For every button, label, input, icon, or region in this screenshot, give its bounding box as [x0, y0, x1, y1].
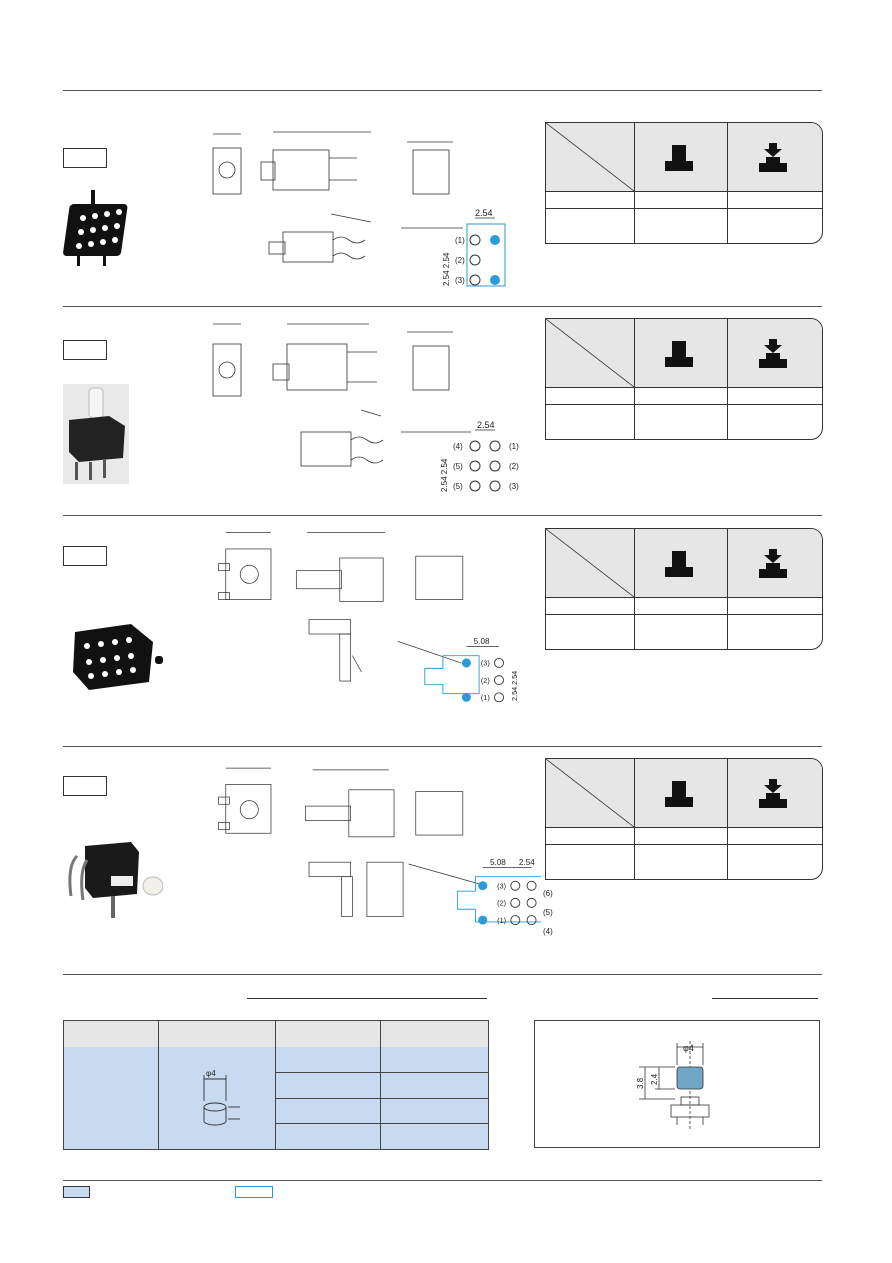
section-2-drawing: 2.54 (4) (5) (5) (1) (2) (3) 2.54 2.54	[212, 323, 519, 492]
section-2: 2.54 (4) (5) (5) (1) (2) (3) 2.54 2.54	[63, 310, 823, 510]
section-4-pin-6: (6)	[543, 889, 553, 898]
section-4-photo	[63, 836, 163, 926]
cap-table: φ4	[63, 1020, 489, 1150]
section-4: 5.08 2.54 (3) (2) (1) (6) (5) (4)	[63, 750, 823, 970]
divider-2	[63, 515, 822, 516]
section-4-pitch-a: 5.08	[490, 858, 506, 867]
pressed-position-icon	[759, 143, 787, 172]
cap-heading-underline	[712, 998, 818, 999]
section-1-tag	[63, 148, 107, 168]
pressed-position-icon	[759, 549, 787, 578]
cap-table-diameter: φ4	[206, 1069, 216, 1078]
off-position-icon	[665, 145, 693, 171]
section-2-pin-2: (2)	[509, 462, 519, 471]
section-4-pin-4: (4)	[543, 927, 553, 936]
section-4-pin-labels-right: (6) (5) (4)	[543, 889, 553, 936]
section-2-pitch-v: 2.54 2.54	[440, 458, 449, 492]
off-position-icon	[665, 781, 693, 807]
section-3-pin-1: (1)	[481, 693, 490, 702]
pressed-position-icon	[759, 339, 787, 368]
section-4-pin-5: (5)	[543, 908, 553, 917]
section-1: 2.54 (1) (2) (3) 2.54 2.54	[63, 110, 823, 300]
section-1-pitch-v: 2.54 2.54	[442, 252, 451, 286]
section-3-pin-3: (3)	[481, 659, 490, 668]
section-2-photo	[63, 384, 129, 484]
section-3-operation-table	[545, 528, 823, 650]
legend-standard-swatch	[63, 1186, 90, 1198]
section-2-tag	[63, 340, 107, 360]
section-1-operation-table	[545, 122, 823, 244]
section-4-pin-2: (2)	[497, 899, 506, 908]
section-1-pin-2: (2)	[455, 256, 465, 265]
section-3: 5.08 (3) (2) (1) 2.54 2.54	[63, 520, 823, 740]
cap-dimension-box: φ4 2.4 3.8	[534, 1020, 820, 1148]
legend-outline-box	[235, 1186, 273, 1198]
off-position-icon	[665, 341, 693, 367]
divider-3	[63, 746, 822, 747]
section-3-photo	[63, 616, 167, 700]
section-3-pitch: 5.08	[474, 637, 490, 646]
cap-height-inner: 2.4	[650, 1073, 659, 1085]
section-4-tag	[63, 776, 107, 796]
cap-dimension-drawing: φ4 2.4 3.8	[636, 1041, 710, 1129]
section-4-pin-1: (1)	[497, 916, 506, 925]
table-heading-underline	[247, 998, 487, 999]
section-4-pcb-layout	[456, 867, 541, 926]
section-3-pin-2: (2)	[481, 676, 490, 685]
section-2-pin-4: (4)	[453, 442, 463, 451]
section-3-tag	[63, 546, 107, 566]
cap-table-illustration: φ4	[203, 1069, 240, 1126]
section-2-pin-1: (1)	[509, 442, 519, 451]
section-4-pin-3: (3)	[497, 881, 506, 890]
section-4-pitch-b: 2.54	[519, 858, 535, 867]
section-1-drawing: 2.54 (1) (2) (3) 2.54 2.54	[212, 131, 506, 287]
section-2-pcb-layout	[469, 429, 501, 492]
section-4-drawing: 5.08 2.54 (3) (2) (1)	[218, 767, 541, 926]
footer-rule	[63, 1180, 822, 1181]
cap-diameter: φ4	[683, 1043, 694, 1053]
section-1-pcb-layout	[466, 217, 506, 287]
section-1-pin-1: (1)	[455, 236, 465, 245]
section-1-pitch: 2.54	[475, 208, 493, 218]
section-2-pin-5b: (5)	[453, 482, 463, 491]
section-1-photo	[63, 182, 163, 282]
top-rule	[63, 90, 822, 91]
section-2-pitch: 2.54	[477, 420, 495, 430]
pressed-position-icon	[759, 779, 787, 808]
section-2-pin-3: (3)	[509, 482, 519, 491]
section-4-operation-table	[545, 758, 823, 880]
cap-table-header	[64, 1021, 488, 1048]
divider-4	[63, 974, 822, 975]
section-2-pin-5a: (5)	[453, 462, 463, 471]
section-3-pitch-v: 2.54 2.54	[510, 671, 519, 701]
cap-table-body	[64, 1047, 488, 1149]
off-position-icon	[665, 551, 693, 577]
cap-height-outer: 3.8	[636, 1077, 645, 1089]
divider-1	[63, 306, 822, 307]
section-2-operation-table	[545, 318, 823, 440]
section-3-pcb-layout	[424, 646, 504, 703]
section-1-pin-3: (3)	[455, 276, 465, 285]
section-3-drawing: 5.08 (3) (2) (1) 2.54 2.54	[218, 532, 519, 703]
